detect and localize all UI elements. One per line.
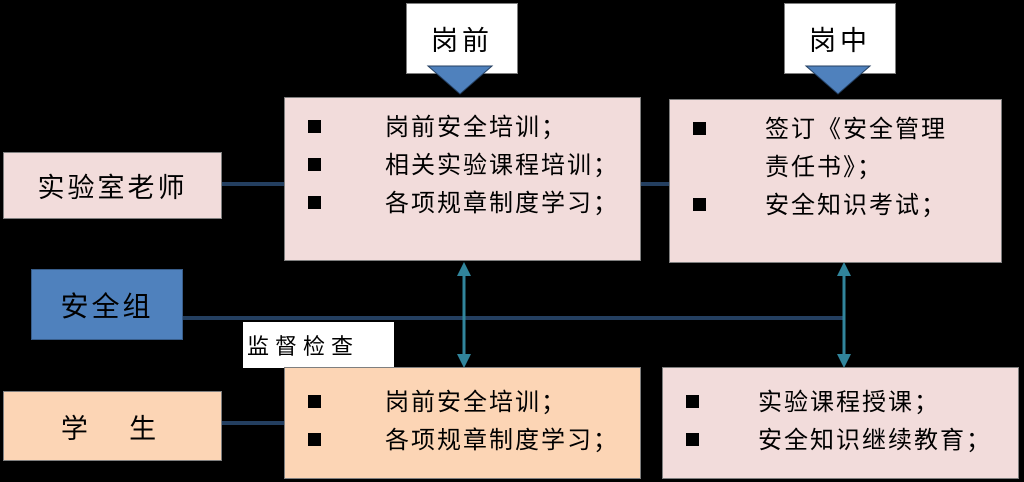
student-connector: [222, 421, 284, 425]
list-item: 实验课程授课；: [663, 383, 1018, 421]
bullet-icon: [693, 198, 706, 211]
list-item-text: 岗前安全培训；: [385, 113, 567, 141]
bullet-icon: [693, 122, 706, 135]
list-item-text: 各项规章制度学习；: [385, 426, 619, 454]
list-item: 岗前安全培训；: [285, 383, 640, 421]
bullet-icon: [308, 395, 321, 408]
double-arrow-left: [457, 262, 471, 368]
teacher-connector: [222, 182, 284, 186]
middle-connector: [641, 182, 669, 186]
list-item: 签订《安全管理: [670, 110, 1001, 148]
teacher-before-box: 岗前安全培训； 相关实验课程培训； 各项规章制度学习；: [284, 97, 641, 261]
supervision-label: 监督检查: [243, 322, 394, 368]
list-item-text: 岗前安全培训；: [385, 388, 567, 416]
list-item-text: 签订《安全管理: [765, 115, 947, 143]
bullet-icon: [686, 433, 699, 446]
down-arrow-before-icon: [426, 65, 494, 95]
list-item-text: 安全知识考试；: [765, 191, 947, 219]
down-arrow-during-icon: [804, 65, 872, 95]
list-item: 岗前安全培训；: [285, 108, 640, 146]
list-item: 安全知识继续教育；: [663, 421, 1018, 459]
list-item-continuation: 责任书》；: [670, 148, 1001, 186]
bullet-icon: [308, 433, 321, 446]
list-item-text: 相关实验课程培训；: [385, 151, 619, 179]
student-before-box: 岗前安全培训； 各项规章制度学习；: [284, 367, 641, 479]
bullet-icon: [686, 395, 699, 408]
role-student: 学 生: [3, 391, 222, 461]
role-safety-group: 安全组: [31, 269, 183, 340]
safety-group-connector: [183, 316, 845, 320]
student-during-box: 实验课程授课； 安全知识继续教育；: [662, 367, 1019, 479]
list-item: 各项规章制度学习；: [285, 421, 640, 459]
bullet-icon: [308, 158, 321, 171]
header-during: 岗中: [784, 3, 896, 74]
header-before: 岗前: [406, 3, 518, 74]
bullet-icon: [308, 196, 321, 209]
double-arrow-right: [837, 262, 851, 368]
list-item-text: 安全知识继续教育；: [758, 426, 992, 454]
list-item: 各项规章制度学习；: [285, 184, 640, 222]
role-teacher: 实验室老师: [3, 152, 222, 219]
list-item: 安全知识考试；: [670, 186, 1001, 224]
list-item-text: 责任书》；: [765, 153, 883, 181]
list-item-text: 各项规章制度学习；: [385, 189, 619, 217]
bullet-icon: [308, 120, 321, 133]
teacher-during-box: 签订《安全管理 责任书》； 安全知识考试；: [669, 99, 1002, 263]
list-item: 相关实验课程培训；: [285, 146, 640, 184]
list-item-text: 实验课程授课；: [758, 388, 940, 416]
